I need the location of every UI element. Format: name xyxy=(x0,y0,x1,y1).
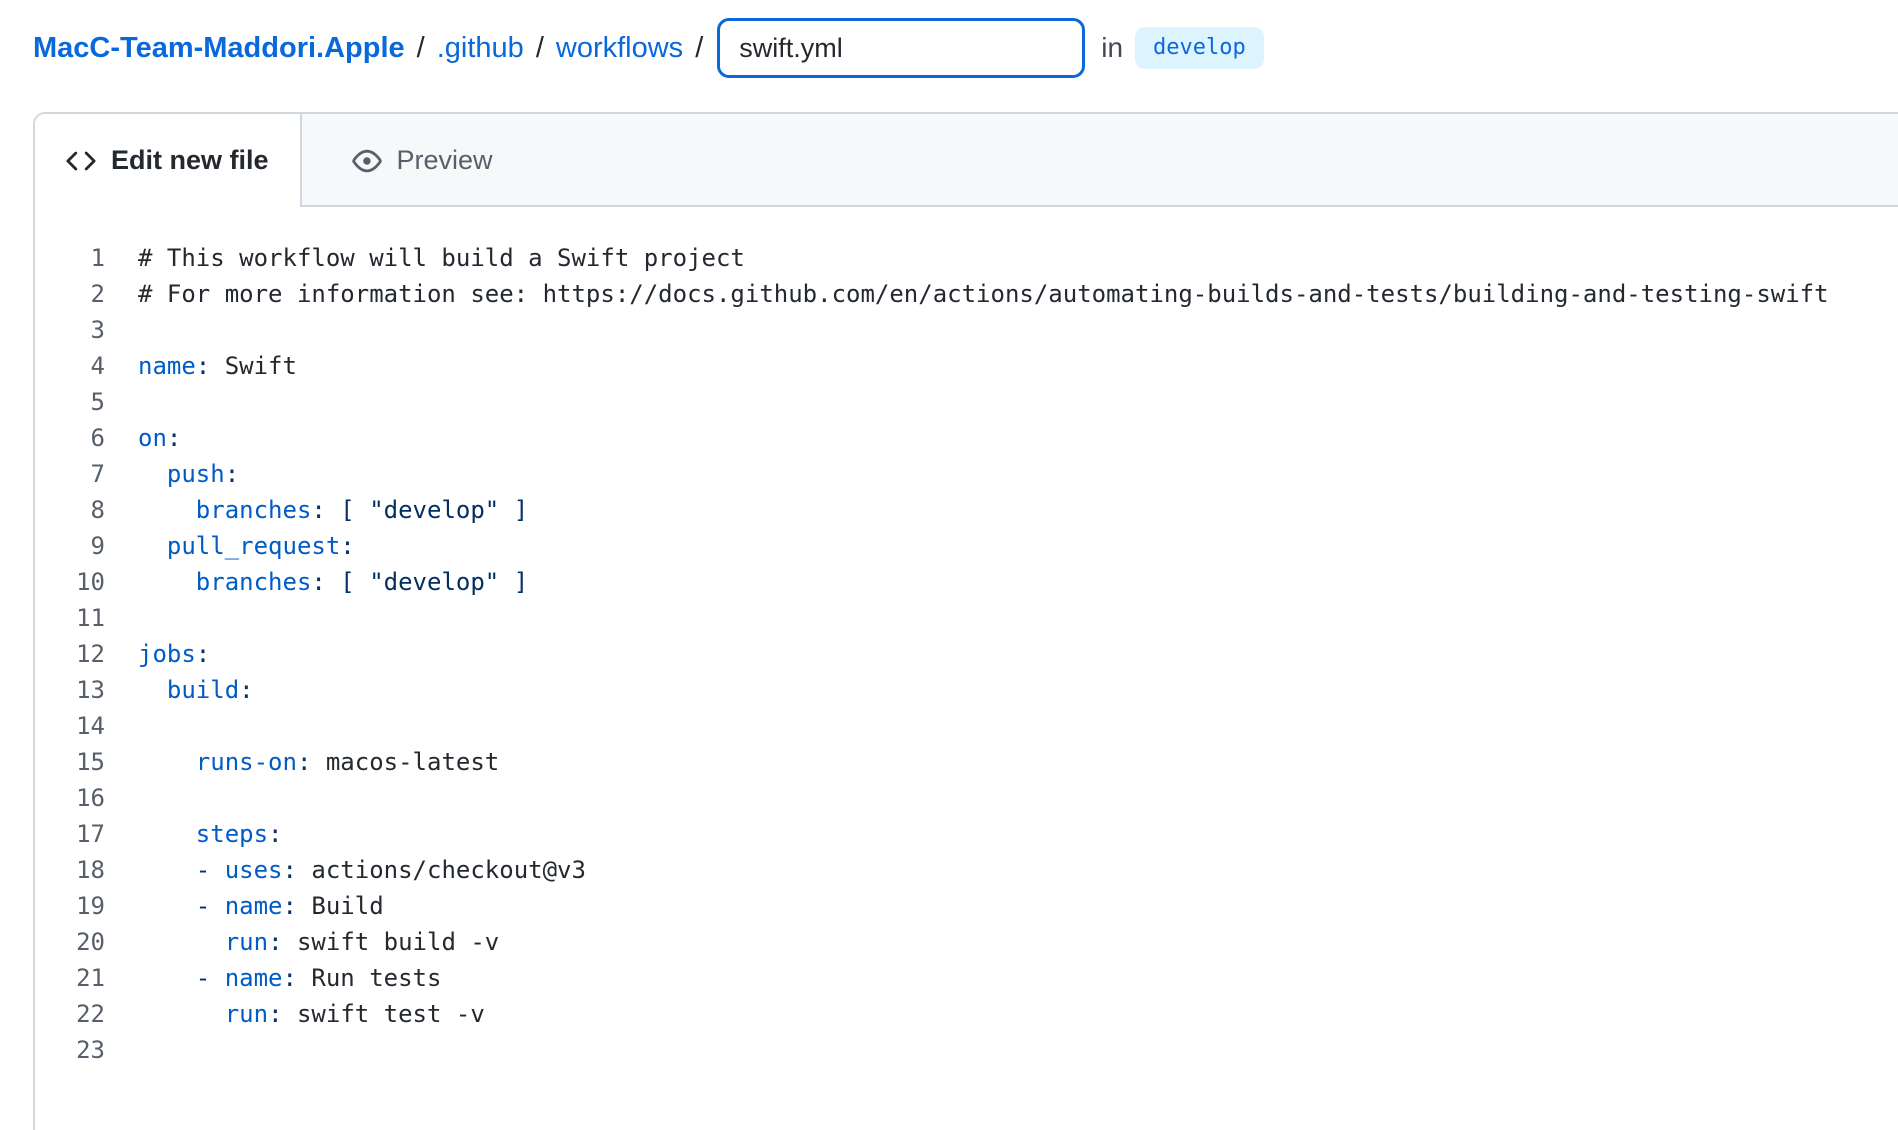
line-number: 21 xyxy=(76,964,105,992)
code-line-content: branches: [ "develop" ] xyxy=(195,568,529,596)
breadcrumb-separator: / xyxy=(695,31,704,64)
code-line: 10 branches: [ "develop" ] xyxy=(35,564,1898,600)
line-number: 12 xyxy=(76,640,105,668)
line-number: 1 xyxy=(90,244,105,272)
branch-badge: develop xyxy=(1135,27,1264,69)
line-number: 4 xyxy=(90,352,105,380)
tab-label: Preview xyxy=(396,145,493,175)
code-editor[interactable]: 1 # This workflow will build a Swift proj… xyxy=(35,207,1898,1108)
code-line-content: steps: xyxy=(195,820,283,848)
code-line: 7 push: xyxy=(35,456,1898,492)
line-number: 18 xyxy=(76,856,105,884)
code-icon xyxy=(66,151,96,170)
code-line: 1 # This workflow will build a Swift proj… xyxy=(35,240,1898,276)
line-number: 20 xyxy=(76,928,105,956)
code-line: 23 xyxy=(35,1032,1898,1068)
code-line-content: pull_request: xyxy=(166,532,355,560)
code-line-content: runs-on: macos-latest xyxy=(195,748,500,776)
code-line: 2 # For more information see: https://doc… xyxy=(35,276,1898,312)
code-line-content: push: xyxy=(166,460,240,488)
line-number: 13 xyxy=(76,676,105,704)
code-line: 17 steps: xyxy=(35,816,1898,852)
path-link-github[interactable]: .github xyxy=(436,31,524,64)
code-line: 16 xyxy=(35,780,1898,816)
breadcrumb-separator: / xyxy=(416,31,425,64)
code-line: 22 run: swift test -v xyxy=(35,996,1898,1032)
code-line: 8 branches: [ "develop" ] xyxy=(35,492,1898,528)
code-line: 5 xyxy=(35,384,1898,420)
file-editor: Edit new file Preview 1 # This workflow w… xyxy=(33,112,1898,1130)
line-number: 15 xyxy=(76,748,105,776)
code-line: 18 - uses: actions/checkout@v3 xyxy=(35,852,1898,888)
line-number: 11 xyxy=(76,604,105,632)
code-line: 15 runs-on: macos-latest xyxy=(35,744,1898,780)
repo-link[interactable]: MacC-Team-Maddori.Apple xyxy=(33,31,405,64)
tab-edit-new-file[interactable]: Edit new file xyxy=(35,114,302,207)
tab-label: Edit new file xyxy=(111,145,269,175)
code-line-content: - name: Run tests xyxy=(195,964,442,992)
code-line: 3 xyxy=(35,312,1898,348)
line-number: 23 xyxy=(76,1036,105,1064)
code-line-content: run: swift build -v xyxy=(224,928,500,956)
code-line: 13 build: xyxy=(35,672,1898,708)
code-line: 21 - name: Run tests xyxy=(35,960,1898,996)
code-line-content: jobs: xyxy=(138,640,211,668)
line-number: 7 xyxy=(90,460,105,488)
code-line: 19 - name: Build xyxy=(35,888,1898,924)
code-line-content: branches: [ "develop" ] xyxy=(195,496,529,524)
code-line-content: # This workflow will build a Swift proje… xyxy=(138,244,745,272)
code-line: 12 jobs: xyxy=(35,636,1898,672)
eye-icon xyxy=(351,149,382,172)
tab-bar: Edit new file Preview xyxy=(35,114,1898,207)
code-line-content: # For more information see: https://docs… xyxy=(138,280,1829,308)
line-number: 16 xyxy=(76,784,105,812)
code-line-content: - name: Build xyxy=(195,892,384,920)
tab-preview[interactable]: Preview xyxy=(302,114,543,207)
breadcrumb: MacC-Team-Maddori.Apple / .github / work… xyxy=(33,16,1264,80)
breadcrumb-separator: / xyxy=(535,31,544,64)
in-label: in xyxy=(1101,32,1124,63)
code-line: 6 on: xyxy=(35,420,1898,456)
code-line-content: - uses: actions/checkout@v3 xyxy=(195,856,586,884)
code-line: 14 xyxy=(35,708,1898,744)
code-line: 4 name: Swift xyxy=(35,348,1898,384)
line-number: 5 xyxy=(90,388,105,416)
line-number: 17 xyxy=(76,820,105,848)
line-number: 14 xyxy=(76,712,105,740)
code-line-content: build: xyxy=(166,676,254,704)
code-line: 11 xyxy=(35,600,1898,636)
code-line-content: run: swift test -v xyxy=(224,1000,485,1028)
line-number: 6 xyxy=(90,424,105,452)
filename-input[interactable] xyxy=(717,18,1086,78)
line-number: 2 xyxy=(90,280,105,308)
path-link-workflows[interactable]: workflows xyxy=(555,31,684,64)
code-line-content: name: Swift xyxy=(138,352,297,380)
code-line: 9 pull_request: xyxy=(35,528,1898,564)
line-number: 8 xyxy=(90,496,105,524)
line-number: 22 xyxy=(76,1000,105,1028)
line-number: 3 xyxy=(90,316,105,344)
code-line-content: on: xyxy=(138,424,182,452)
line-number: 9 xyxy=(90,532,105,560)
code-line: 20 run: swift build -v xyxy=(35,924,1898,960)
line-number: 19 xyxy=(76,892,105,920)
line-number: 10 xyxy=(76,568,105,596)
